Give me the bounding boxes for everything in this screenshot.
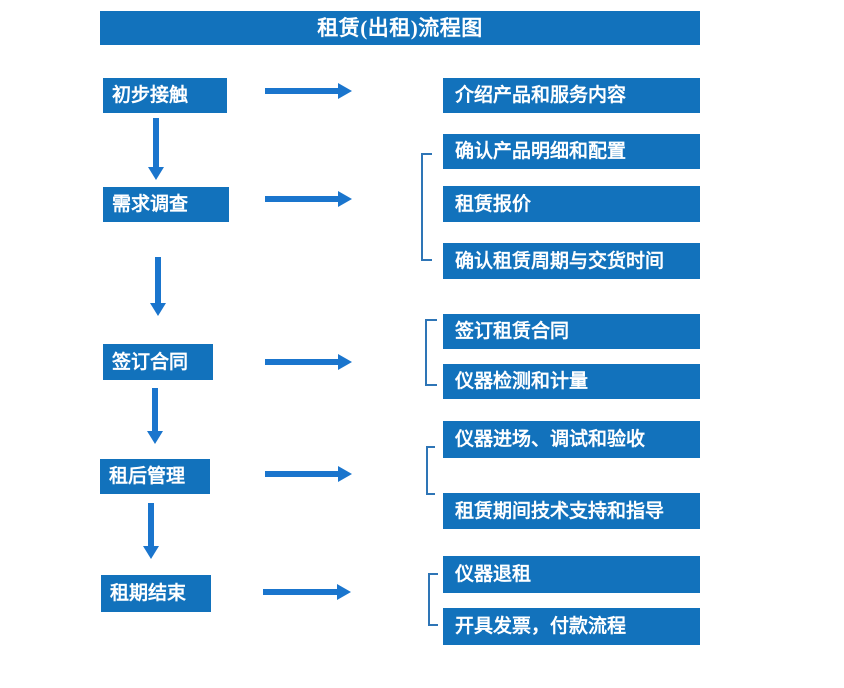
step-sign-contract: 签订合同 xyxy=(103,344,213,380)
arrow-shaft xyxy=(155,257,161,304)
right-arrow-icon xyxy=(265,354,352,370)
step-demand-survey: 需求调查 xyxy=(103,187,229,222)
step-initial-contact: 初步接触 xyxy=(103,78,227,113)
arrow-head xyxy=(150,303,166,316)
detail-box: 开具发票，付款流程 xyxy=(443,608,700,645)
right-arrow-icon xyxy=(265,466,352,482)
right-arrow-icon xyxy=(265,191,352,207)
arrow-shaft xyxy=(148,503,154,547)
arrow-shaft xyxy=(152,388,158,432)
detail-box: 仪器退租 xyxy=(443,556,700,593)
arrow-head xyxy=(338,191,352,207)
down-arrow-icon xyxy=(150,257,166,316)
arrow-shaft xyxy=(265,196,339,202)
step-rental-end: 租期结束 xyxy=(101,575,211,612)
arrow-shaft xyxy=(265,359,339,365)
arrow-shaft xyxy=(153,118,159,168)
arrow-head xyxy=(338,466,352,482)
detail-box: 确认租赁周期与交货时间 xyxy=(443,243,700,279)
group-bracket xyxy=(428,573,438,626)
detail-box: 租赁报价 xyxy=(443,186,700,222)
group-bracket xyxy=(425,319,437,386)
arrow-head xyxy=(338,354,352,370)
detail-box: 确认产品明细和配置 xyxy=(443,134,700,169)
group-bracket xyxy=(426,446,435,495)
arrow-shaft xyxy=(265,88,339,94)
step-post-rental-management: 租后管理 xyxy=(100,459,210,494)
group-bracket xyxy=(421,153,432,261)
right-arrow-icon xyxy=(263,584,351,600)
arrow-head xyxy=(337,584,351,600)
detail-box: 介绍产品和服务内容 xyxy=(443,78,700,113)
arrow-shaft xyxy=(265,471,339,477)
arrow-head xyxy=(143,546,159,559)
down-arrow-icon xyxy=(148,118,164,180)
detail-box: 仪器进场、调试和验收 xyxy=(443,421,700,458)
arrow-head xyxy=(147,431,163,444)
down-arrow-icon xyxy=(143,503,159,559)
arrow-head xyxy=(148,167,164,180)
arrow-head xyxy=(338,83,352,99)
right-arrow-icon xyxy=(265,83,352,99)
detail-box: 仪器检测和计量 xyxy=(443,364,700,399)
arrow-shaft xyxy=(263,589,338,595)
flowchart-title: 租赁(出租)流程图 xyxy=(100,11,700,45)
detail-box: 签订租赁合同 xyxy=(443,314,700,349)
down-arrow-icon xyxy=(147,388,163,444)
detail-box: 租赁期间技术支持和指导 xyxy=(443,493,700,529)
